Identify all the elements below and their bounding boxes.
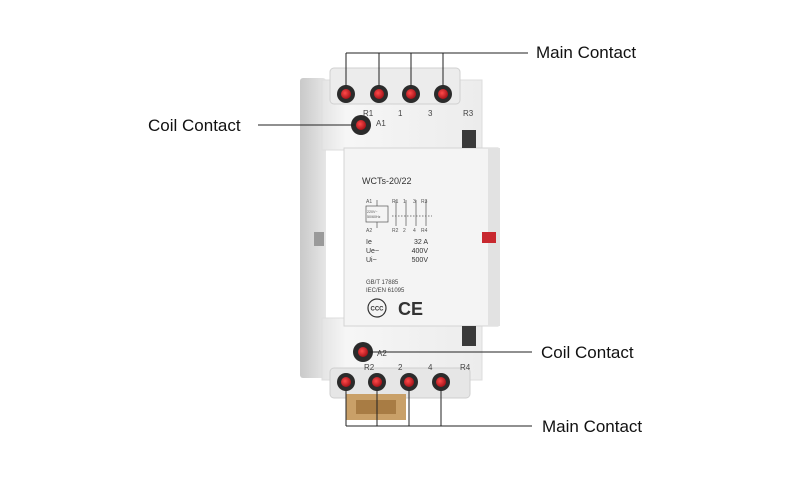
label-t3: 3 (428, 109, 433, 118)
schematic-bottom-r4: R4 (421, 228, 428, 234)
schematic-bottom-4: 4 (413, 228, 416, 234)
schematic-coil-voltage: 220V~ (367, 210, 378, 214)
aux-slot-top (462, 130, 476, 148)
schematic-a1: A1 (366, 199, 372, 205)
bottom-terminal-labels: A2 R2 2 4 R4 (364, 349, 471, 372)
label-r1: R1 (363, 109, 374, 118)
standards-text: GB/T 17885 IEC/EN 61095 (366, 280, 405, 294)
rating-ui-label: Ui~ (366, 257, 377, 264)
din-rail-side (300, 78, 326, 378)
ratings-table: Ie 32 A Ue~ 400V Ui~ 500V (366, 239, 428, 264)
terminal-screw-head (372, 377, 382, 387)
label-a1: A1 (376, 119, 386, 128)
label-t1: 1 (398, 109, 403, 118)
aux-slot-bottom (462, 326, 476, 346)
schematic-a2: A2 (366, 228, 372, 234)
coil-terminal-a1-head (356, 120, 366, 130)
leader-main-contact-top (345, 52, 528, 86)
terminal-screw-head (374, 89, 384, 99)
schematic-bottom-2: 2 (403, 228, 406, 234)
label-r2: R2 (364, 363, 375, 372)
terminal-screw-head (341, 377, 351, 387)
ccc-mark-text: CCC (371, 307, 385, 313)
leader-main-contact-bottom (345, 390, 532, 427)
rating-ue-value: 400V (412, 248, 429, 255)
callout-main-contact-top: Main Contact (536, 43, 637, 62)
coil-terminal-a2-head (358, 347, 368, 357)
terminal-screw-head (438, 89, 448, 99)
ccc-mark-icon (367, 298, 387, 318)
rating-ue-label: Ue~ (366, 248, 379, 255)
certification-marks: CCC CE (367, 298, 423, 319)
top-main-terminals (337, 85, 452, 103)
top-terminal-block (329, 67, 461, 105)
terminal-screw-head (436, 377, 446, 387)
label-a2: A2 (377, 349, 387, 358)
callout-coil-contact-right: Coil Contact (541, 343, 634, 362)
wiring-schematic (365, 200, 432, 228)
label-t4: 4 (428, 363, 433, 372)
label-t2: 2 (398, 363, 403, 372)
status-indicator (482, 232, 496, 243)
rating-ie-label: Ie (366, 239, 372, 246)
din-clip-inner (356, 400, 396, 414)
ce-mark: CE (398, 299, 423, 319)
bottom-main-terminals (337, 373, 450, 391)
schematic-top-1: 1 (403, 199, 406, 205)
schematic-top-r3: R3 (421, 199, 428, 205)
model-number: WCTs-20/22 (362, 176, 412, 186)
label-r3: R3 (463, 109, 474, 118)
schematic-top-r1: R1 (392, 199, 399, 205)
rating-ie-value: 32 A (414, 239, 428, 246)
terminal-screw-head (404, 377, 414, 387)
terminal-screw-head (341, 89, 351, 99)
top-terminal-labels: R1 A1 1 3 R3 (363, 109, 474, 128)
callout-main-contact-bottom: Main Contact (542, 417, 643, 436)
schematic-bottom-r2: R2 (392, 228, 399, 234)
schematic-top-3: 3 (413, 199, 416, 205)
label-r4: R4 (460, 363, 471, 372)
standard-gb: GB/T 17885 (366, 280, 399, 286)
rating-ui-value: 500V (412, 257, 429, 264)
callout-coil-contact-left: Coil Contact (148, 116, 241, 135)
din-clip-slot (314, 232, 324, 246)
standard-iec: IEC/EN 61095 (366, 288, 405, 294)
schematic-coil-frequency: 50/60Hz (367, 215, 381, 219)
terminal-screw-head (406, 89, 416, 99)
schematic-labels: A1 A2 220V~ 50/60Hz R1 1 3 R3 R2 2 4 R4 (366, 199, 428, 234)
